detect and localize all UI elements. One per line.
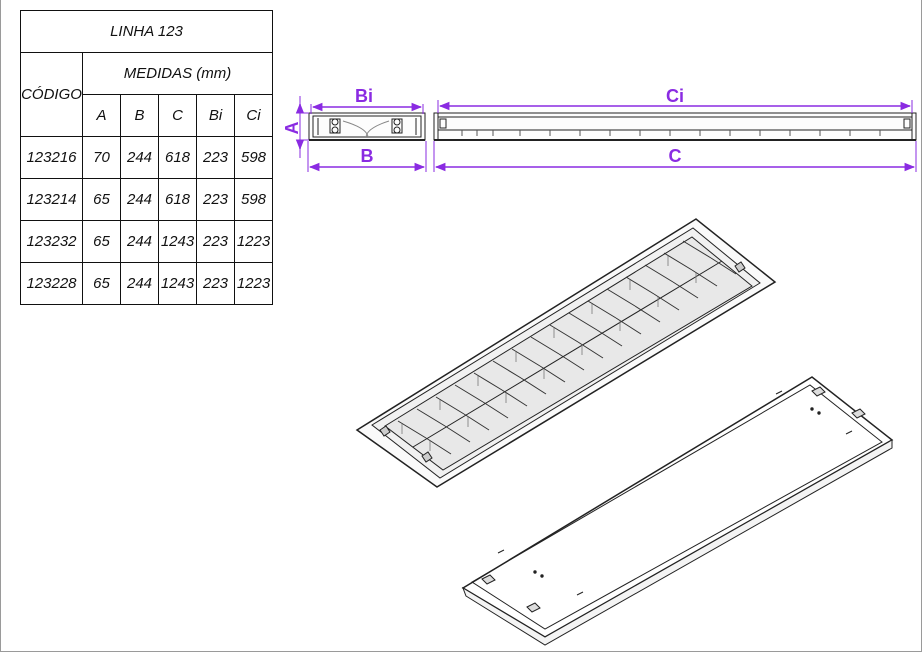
dim-label-a: A xyxy=(282,122,302,135)
cell-bi: 223 xyxy=(196,178,235,221)
cell-b: 244 xyxy=(120,136,159,179)
table-title: LINHA 123 xyxy=(20,10,273,53)
cell-bi: 223 xyxy=(196,136,235,179)
cell-b: 244 xyxy=(120,262,159,305)
table-row: 123232 65 244 1243 223 1223 xyxy=(20,220,273,263)
row-code: 123232 xyxy=(20,220,83,263)
front-view xyxy=(308,112,426,141)
cell-ci: 598 xyxy=(234,136,273,179)
cell-bi: 223 xyxy=(196,220,235,263)
dimension-b: B xyxy=(307,141,427,172)
row-code: 123228 xyxy=(20,262,83,305)
dimension-c: C xyxy=(433,141,917,172)
cell-c: 618 xyxy=(158,178,197,221)
table-row: 123228 65 244 1243 223 1223 xyxy=(20,262,273,305)
spec-table: LINHA 123 CÓDIGO MEDIDAS (mm) A B C Bi C… xyxy=(20,10,273,305)
cell-b: 244 xyxy=(120,220,159,263)
dim-label-ci: Ci xyxy=(666,86,684,106)
dimension-a: A xyxy=(282,96,309,158)
dim-label-c: C xyxy=(669,146,682,166)
table-row: 123216 70 244 618 223 598 xyxy=(20,136,273,179)
dim-label-b: B xyxy=(361,146,374,166)
col-header-ci: Ci xyxy=(234,94,273,137)
cell-a: 70 xyxy=(82,136,121,179)
cell-ci: 1223 xyxy=(234,262,273,305)
row-code: 123214 xyxy=(20,178,83,221)
dimension-ci: Ci xyxy=(437,86,913,113)
isometric-housing-view xyxy=(461,376,894,646)
dim-label-bi: Bi xyxy=(355,86,373,106)
cell-c: 1243 xyxy=(158,220,197,263)
code-header: CÓDIGO xyxy=(20,52,83,137)
dimension-bi: Bi xyxy=(310,86,424,114)
isometric-louver-view xyxy=(355,218,777,488)
cell-c: 1243 xyxy=(158,262,197,305)
table-row: 123214 65 244 618 223 598 xyxy=(20,178,273,221)
col-header-a: A xyxy=(82,94,121,137)
side-view xyxy=(433,112,917,141)
cell-a: 65 xyxy=(82,262,121,305)
cell-c: 618 xyxy=(158,136,197,179)
